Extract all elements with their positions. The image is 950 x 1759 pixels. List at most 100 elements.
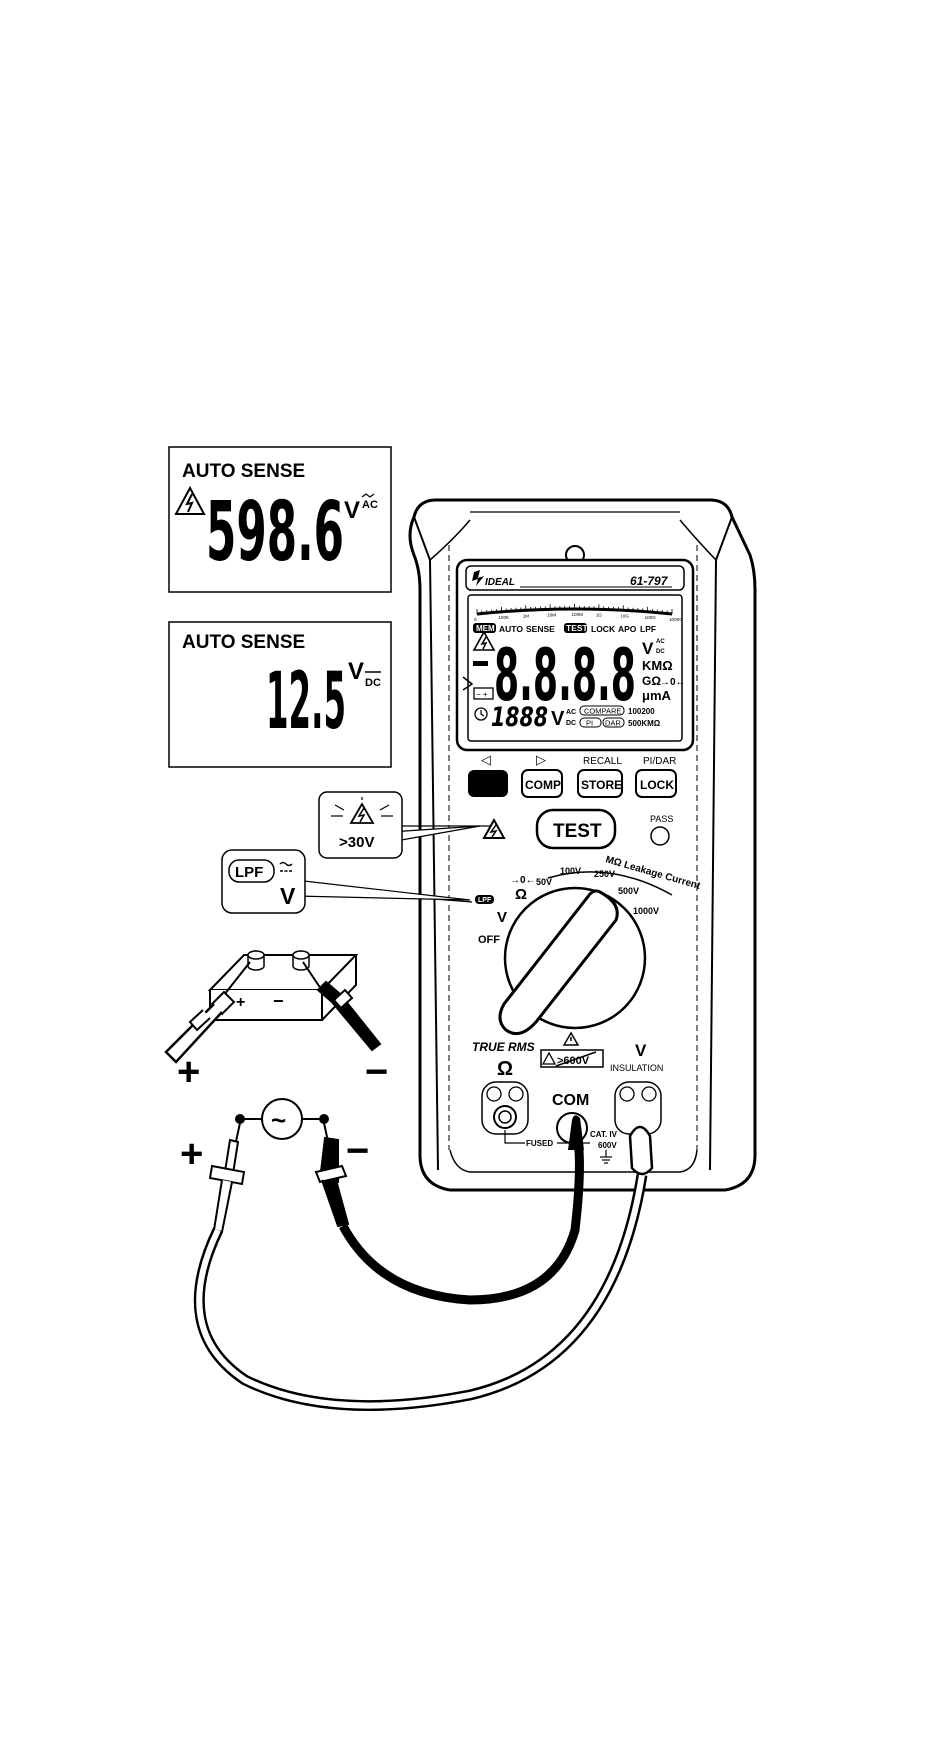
- panel-header: AUTO SENSE: [182, 461, 305, 482]
- dc-reading-panel: AUTO SENSE 12.5 V DC: [168, 621, 392, 768]
- ohm-jack[interactable]: [481, 1081, 529, 1135]
- mem-annunciator: MEM: [476, 624, 495, 633]
- sub-dc: DC: [566, 720, 576, 727]
- compare-annunciator: COMPARE: [584, 707, 621, 716]
- pass-led: [650, 826, 670, 846]
- left-arrow-icon: ◁: [481, 752, 491, 767]
- unit-kmohm: KMΩ: [642, 658, 673, 673]
- warning-triangle-icon: [174, 485, 206, 515]
- com-jack-label: COM: [552, 1092, 589, 1109]
- unit-uma: μmA: [642, 688, 672, 703]
- ac-symbol: ~: [271, 1105, 286, 1135]
- unit-ac: AC: [656, 639, 665, 645]
- brand-logo: IDEAL: [472, 570, 515, 588]
- off-position: OFF: [478, 934, 500, 946]
- svg-text:TEST: TEST: [553, 821, 602, 842]
- fused-label: FUSED: [526, 1139, 553, 1148]
- pi-annunciator: PI: [586, 719, 593, 728]
- svg-text:COMP: COMP: [525, 778, 561, 792]
- cat-label: CAT. IV: [590, 1130, 618, 1139]
- apo-annunciator: APO: [618, 624, 637, 634]
- v-lead-plug-icon: [628, 1125, 654, 1176]
- v-position: V: [497, 909, 507, 926]
- lpf-tag: LPF: [235, 864, 263, 881]
- rotary-dial[interactable]: MΩ Leakage Current 50V 100V 250V 500V 10…: [475, 854, 702, 1036]
- lcd-reading: 12.5: [266, 657, 346, 747]
- lpf-annunciator: LPF: [640, 624, 656, 634]
- jack-panel: TRUE RMS >600V V INSULATION Ω COM: [472, 1031, 663, 1164]
- right-arrow-icon: ▷: [536, 752, 546, 767]
- v-jack[interactable]: [614, 1081, 662, 1135]
- ground-icon: [600, 1150, 612, 1164]
- ohm-position: Ω: [515, 886, 527, 903]
- arrow-indicator-icon: [462, 676, 474, 691]
- bargraph-label: 1000G: [669, 617, 683, 622]
- range-a: 100200: [628, 707, 655, 716]
- recall-label: RECALL: [583, 756, 622, 767]
- bargraph-label: 100G: [645, 615, 657, 620]
- unit-v: V: [642, 639, 654, 658]
- bargraph-label: 10M: [547, 612, 556, 617]
- battery-icon: − +: [473, 687, 494, 700]
- svg-text:→0←: →0←: [660, 677, 686, 688]
- true-rms-label: TRUE RMS: [472, 1040, 535, 1054]
- body-warning-icon: [482, 817, 506, 839]
- dc-positive-probe: [164, 961, 251, 1064]
- lock-annunciator: LOCK: [591, 624, 616, 634]
- lcd-mode: DC: [365, 677, 381, 689]
- lpf-callout: LPF V: [221, 849, 473, 914]
- range-b: 500KMΩ: [628, 719, 661, 728]
- ac-lead-minus: −: [346, 1129, 369, 1173]
- dc-lead-plus: +: [177, 1050, 200, 1094]
- dc-negative-probe: [302, 961, 382, 1052]
- store-button[interactable]: STORE: [577, 769, 623, 798]
- battery-source: + −: [207, 950, 359, 1021]
- lcd-mode: AC: [362, 499, 378, 511]
- dc-lead-minus: −: [365, 1050, 388, 1094]
- cat-volts: 600V: [598, 1141, 617, 1150]
- sense-annunciator: SENSE: [526, 624, 555, 634]
- annunciator-row: MEM AUTO SENSE TEST LOCK APO LPF: [473, 623, 656, 634]
- left-button[interactable]: [468, 770, 508, 797]
- range-100v: 100V: [560, 866, 581, 876]
- lpf-symbol: V: [280, 883, 296, 909]
- ohm-jack-label: Ω: [497, 1058, 513, 1080]
- timer-icon: [474, 707, 488, 721]
- button-row: ◁ ▷ COMP RECALL STORE PI/DAR LOCK: [468, 752, 677, 798]
- test-annunciator: TEST: [566, 623, 589, 633]
- sub-unit: V: [551, 708, 565, 730]
- ac-reading-panel: AUTO SENSE 598.6 V AC: [168, 446, 392, 593]
- lock-button[interactable]: LOCK: [635, 769, 677, 798]
- range-250v: 250V: [594, 869, 615, 879]
- bargraph-label: 100M: [572, 612, 584, 617]
- com-test-lead: [339, 1139, 584, 1305]
- v-test-lead: [193, 1174, 648, 1412]
- test-button[interactable]: TEST: [535, 808, 617, 850]
- bargraph-label: 100K: [498, 615, 510, 620]
- lcd-unit: V: [348, 658, 364, 685]
- pass-label: PASS: [650, 814, 673, 824]
- flashing-warning-icon: [331, 797, 393, 824]
- jack-warning-icon: [562, 1031, 580, 1046]
- unit-gohm: GΩ: [642, 674, 661, 688]
- battery-minus: −: [273, 991, 284, 1011]
- callout-voltage: >30V: [339, 834, 374, 851]
- lcd-warning-icon: [472, 630, 496, 651]
- range-50v: 50V: [536, 877, 552, 887]
- insulation-label: INSULATION: [610, 1063, 663, 1073]
- sub-digits: 1888: [491, 702, 548, 733]
- ac-positive-probe: [208, 1122, 246, 1234]
- continuity-label: →0←: [510, 875, 536, 886]
- unit-dc: DC: [656, 649, 665, 655]
- dar-annunciator: DAR: [605, 719, 621, 728]
- v-jack-label: V: [635, 1041, 647, 1060]
- model-number: 61-797: [630, 574, 669, 588]
- comp-button[interactable]: COMP: [521, 769, 563, 798]
- lpf-position: LPF: [478, 897, 492, 904]
- svg-text:− +: − +: [476, 690, 488, 699]
- main-digits: 8.8.8.8: [494, 633, 636, 717]
- battery-plus: +: [236, 994, 245, 1011]
- warn-box-label: >600V: [557, 1055, 590, 1067]
